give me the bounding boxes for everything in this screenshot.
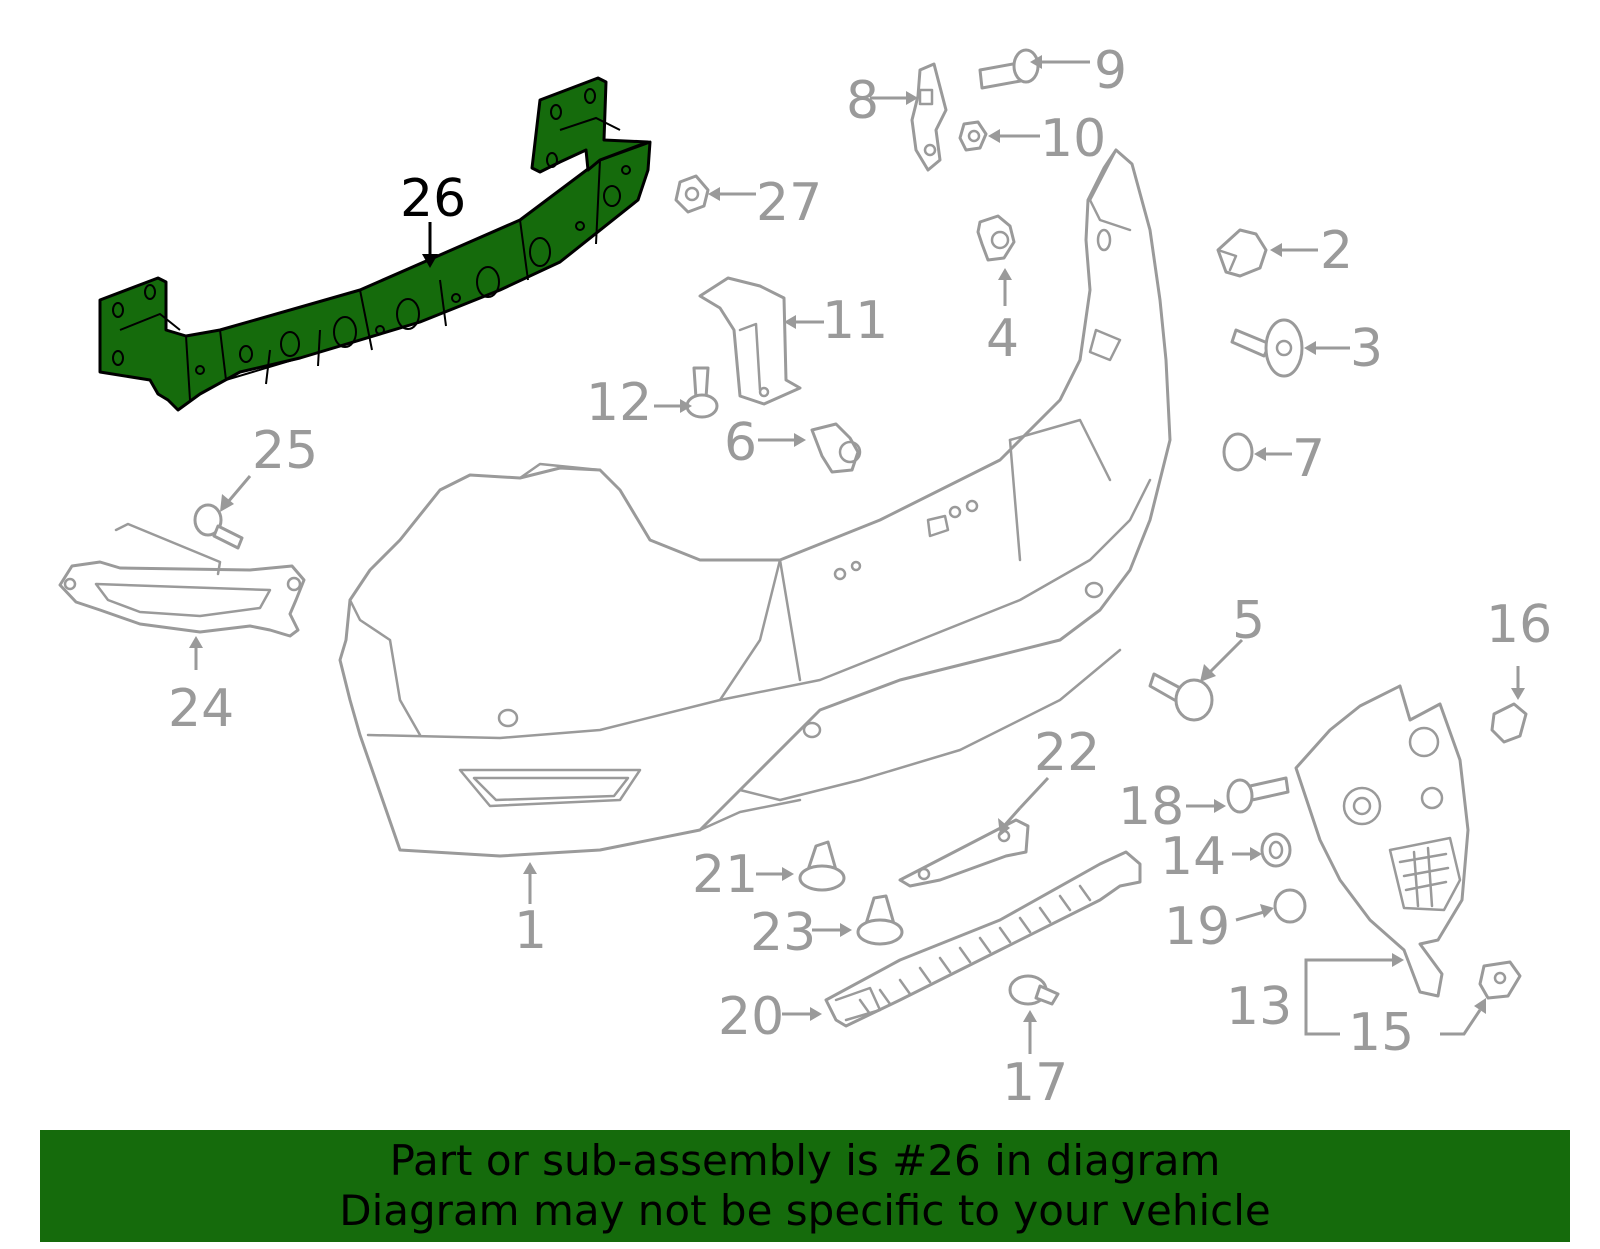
part-1-bumper-cover[interactable]: [338, 148, 1172, 858]
callout-2[interactable]: 2: [1320, 221, 1353, 281]
part-2-retainer[interactable]: [1216, 228, 1268, 278]
part-8-bracket[interactable]: [910, 62, 948, 172]
callout-25[interactable]: 25: [252, 421, 318, 481]
callout-5[interactable]: 5: [1232, 591, 1265, 651]
callout-9[interactable]: 9: [1094, 41, 1127, 101]
part-26-reinforcement-bar[interactable]: [98, 76, 652, 412]
part-23-push-pin[interactable]: [856, 894, 904, 946]
callout-8[interactable]: 8: [846, 71, 879, 131]
part-24-reflector[interactable]: [58, 522, 306, 638]
callout-24[interactable]: 24: [168, 679, 234, 739]
callout-6[interactable]: 6: [724, 413, 757, 473]
callout-26[interactable]: 26: [400, 169, 466, 229]
part-18-bolt[interactable]: [1226, 776, 1290, 814]
callout-11[interactable]: 11: [822, 291, 888, 351]
part-19-plug[interactable]: [1273, 888, 1307, 924]
part-4-clip[interactable]: [976, 214, 1016, 262]
callout-27[interactable]: 27: [756, 173, 822, 233]
reinforcement-holes: [112, 88, 631, 375]
leader-lines: [189, 55, 1525, 1054]
part-17-push-pin[interactable]: [1008, 974, 1060, 1006]
part-15-clip[interactable]: [1478, 960, 1522, 1000]
banner-line-2: Diagram may not be specific to your vehi…: [339, 1186, 1271, 1235]
part-11-bracket[interactable]: [698, 276, 802, 406]
callout-10[interactable]: 10: [1040, 109, 1106, 169]
part-27-nut[interactable]: [674, 174, 710, 214]
info-banner: Part or sub-assembly is #26 in diagram D…: [40, 1130, 1570, 1242]
part-16-clip[interactable]: [1490, 702, 1528, 744]
part-10-nut[interactable]: [958, 120, 988, 152]
callout-19[interactable]: 19: [1164, 897, 1230, 957]
callout-17[interactable]: 17: [1002, 1053, 1068, 1113]
part-20-diffuser-bracket[interactable]: [824, 850, 1142, 1028]
callout-22[interactable]: 22: [1034, 723, 1100, 783]
callout-16[interactable]: 16: [1486, 595, 1552, 655]
banner-line-1: Part or sub-assembly is #26 in diagram: [389, 1136, 1221, 1185]
callout-3[interactable]: 3: [1350, 319, 1383, 379]
callout-1[interactable]: 1: [514, 901, 547, 961]
callout-23[interactable]: 23: [750, 903, 816, 963]
callout-12[interactable]: 12: [586, 373, 652, 433]
part-22-bracket[interactable]: [898, 818, 1030, 888]
part-12-bolt[interactable]: [685, 366, 719, 419]
part-14-washer[interactable]: [1260, 832, 1292, 868]
callout-4[interactable]: 4: [986, 309, 1019, 369]
callout-14[interactable]: 14: [1160, 827, 1226, 887]
callout-21[interactable]: 21: [692, 845, 758, 905]
callout-20[interactable]: 20: [718, 987, 784, 1047]
callout-13[interactable]: 13: [1226, 977, 1292, 1037]
part-9-bolt[interactable]: [978, 48, 1040, 90]
callout-15[interactable]: 15: [1348, 1003, 1414, 1063]
callout-18[interactable]: 18: [1118, 777, 1184, 837]
callout-7[interactable]: 7: [1292, 429, 1325, 489]
part-3-screw[interactable]: [1230, 318, 1304, 378]
part-7-grommet[interactable]: [1222, 432, 1254, 472]
part-6-sensor[interactable]: [810, 422, 862, 474]
part-25-screw[interactable]: [193, 503, 244, 550]
callout-labels: 26 9 10 8 27 2 4 11 3 12 6 7 25 24 5 16 …: [168, 41, 1552, 1113]
part-13-side-bracket[interactable]: [1294, 684, 1470, 998]
part-5-screw[interactable]: [1148, 672, 1214, 722]
part-21-push-pin[interactable]: [798, 840, 846, 892]
